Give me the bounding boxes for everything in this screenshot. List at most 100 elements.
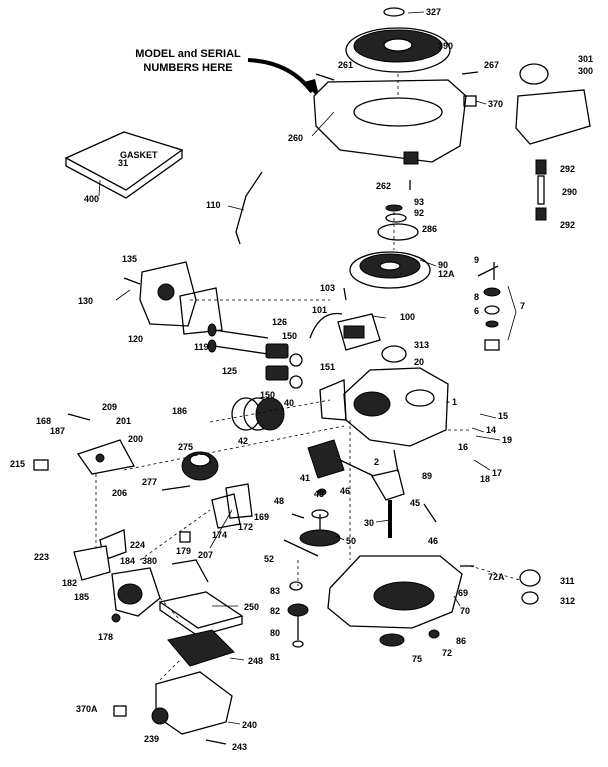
part-label-135: 135 (122, 254, 137, 264)
part-label-312: 312 (560, 596, 575, 606)
pin-43-shape (317, 488, 327, 496)
part-178-shape (111, 613, 121, 623)
part-label-48: 48 (274, 496, 284, 506)
part-label-6: 6 (474, 306, 479, 316)
part-label-30: 30 (364, 518, 374, 528)
part-label-46-bot: 46 (428, 536, 438, 546)
part-label-9: 9 (474, 255, 479, 265)
part-label-12a: 12A (438, 269, 455, 279)
head-port-shape (157, 283, 175, 301)
part-label-125: 125 (222, 366, 237, 376)
fuel-line-shape (537, 175, 545, 205)
lead-15 (479, 413, 497, 419)
cup-286-shape (377, 223, 419, 241)
part-label-267: 267 (484, 60, 499, 70)
part-label-126: 126 (272, 317, 287, 327)
part-label-14: 14 (486, 425, 496, 435)
part-label-19: 19 (502, 435, 512, 445)
lead-30 (375, 519, 391, 523)
part-label-327: 327 (426, 7, 441, 17)
model-serial-callout: MODEL and SERIAL NUMBERS HERE (135, 48, 320, 100)
flywheel-stack (349, 204, 431, 289)
valve-126-shape (213, 329, 269, 339)
part-label-286: 286 (422, 224, 437, 234)
fuel-cap-shape (519, 63, 549, 85)
block-side-shape (319, 379, 347, 421)
part-label-239: 239 (144, 734, 159, 744)
part-label-110: 110 (206, 200, 221, 210)
part-label-275: 275 (178, 442, 193, 452)
block-1-shape (343, 367, 449, 447)
part-label-248: 248 (248, 656, 263, 666)
part-label-7: 7 (520, 301, 525, 311)
part-label-8: 8 (474, 292, 479, 302)
part-label-100: 100 (400, 312, 415, 322)
dash-4 (209, 399, 331, 423)
part-239-shape (151, 707, 169, 725)
gasket-box-title: GASKET (120, 150, 158, 160)
part-label-390: 390 (438, 41, 453, 51)
part-label-41: 41 (300, 473, 310, 483)
ring-42c-shape (255, 397, 285, 431)
part-48-shape (291, 513, 305, 519)
cylinder-bore-shape (353, 391, 391, 417)
part-110-shape (235, 171, 263, 245)
lead-17 (473, 459, 491, 471)
part-83-shape (289, 581, 303, 591)
part-label-224: 224 (130, 540, 145, 550)
part-label-169: 169 (254, 512, 269, 522)
breather-group (477, 262, 501, 351)
part-label-187: 187 (50, 426, 65, 436)
carburetor-group (33, 413, 253, 623)
part-label-370a: 370A (76, 704, 98, 714)
part-label-80: 80 (270, 628, 280, 638)
lead-260 (311, 111, 335, 137)
screw-277-shape (161, 485, 191, 491)
bolt-45-shape (423, 503, 437, 523)
bushing-313-shape (381, 345, 407, 363)
part-label-46-top: 46 (340, 486, 350, 496)
gear-82-shape (287, 603, 309, 617)
part-label-101: 101 (312, 305, 327, 315)
callout-line-1: MODEL and SERIAL (135, 48, 241, 60)
part-label-81: 81 (270, 652, 280, 662)
part-label-260: 260 (288, 133, 303, 143)
part-label-201: 201 (116, 416, 131, 426)
part-label-240: 240 (242, 720, 257, 730)
part-label-18: 18 (480, 474, 490, 484)
dash-7 (139, 509, 211, 561)
camshaft (283, 509, 341, 557)
part-label-178: 178 (98, 632, 113, 642)
part-label-17: 17 (492, 468, 502, 478)
part-6-shape (484, 305, 500, 315)
part-label-179: 179 (176, 546, 191, 556)
lead-14 (471, 427, 485, 433)
lead-169 (209, 509, 233, 549)
cam-50-shape (299, 529, 341, 547)
lead-370 (475, 100, 487, 105)
part-label-223: 223 (34, 552, 49, 562)
assembly-lines (95, 74, 521, 681)
part-label-72: 72 (442, 648, 452, 658)
part-label-72a: 72A (488, 572, 505, 582)
dash-11 (469, 565, 521, 581)
part-370a-shape (113, 705, 127, 717)
part-12a-shape (477, 265, 499, 277)
part-label-370: 370 (488, 99, 503, 109)
part-327-shape (383, 7, 405, 17)
part-label-82: 82 (270, 606, 280, 616)
filter-top-shape (189, 453, 211, 467)
part-label-50: 50 (346, 536, 356, 546)
part-label-86: 86 (456, 636, 466, 646)
part-label-20: 20 (414, 357, 424, 367)
shroud-shape (313, 79, 467, 163)
washer-92-shape (385, 213, 407, 223)
part-label-69: 69 (458, 588, 468, 598)
part-179-shape (179, 531, 191, 543)
valve-125-shape (213, 345, 269, 355)
part-8-shape (483, 287, 501, 297)
part-label-90: 90 (438, 260, 448, 270)
screw-243-shape (205, 739, 227, 745)
part-label-206: 206 (112, 488, 127, 498)
callout-line-2: NUMBERS HERE (143, 62, 232, 74)
